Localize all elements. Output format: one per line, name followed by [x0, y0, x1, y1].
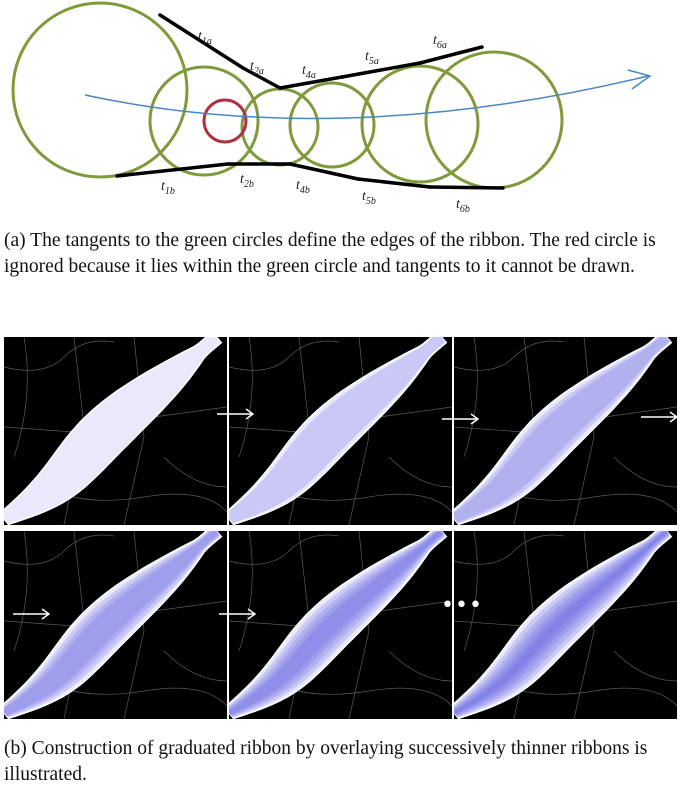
map-boundary-line — [463, 531, 478, 652]
ribbon-panel-6 — [454, 531, 677, 719]
map-boundary-line — [123, 531, 145, 719]
map-boundary-line — [238, 337, 253, 458]
ribbon-panel-2 — [229, 337, 452, 525]
map-boundary-line — [613, 650, 677, 682]
map-boundary-line — [388, 650, 452, 682]
tangent-5b — [356, 177, 432, 189]
tangent-label: t1a — [198, 29, 212, 47]
map-boundary-line — [229, 340, 340, 371]
tangent-circles-diagram: t1a t2a t4a t5a t6a t1b t2b t4b t5b t6b — [11, 1, 652, 215]
ribbon-layer — [454, 531, 670, 717]
map-boundary-line — [348, 337, 370, 525]
ribbon-panel-4 — [4, 531, 227, 719]
ribbon-panel-3 — [454, 337, 677, 525]
tangent-5a — [340, 61, 422, 79]
ribbon-layer — [454, 337, 670, 523]
trajectory-path — [84, 75, 649, 120]
ribbon-layer — [454, 531, 670, 716]
map-boundary-line — [348, 531, 370, 719]
map-boundary-line — [4, 534, 115, 565]
tangent-label: t4b — [296, 178, 310, 196]
ribbon-layer — [4, 531, 220, 717]
transition-arrow-icon — [641, 411, 679, 423]
green-circle-2 — [148, 65, 260, 177]
tangent-label: t5b — [362, 189, 376, 207]
ribbon-layer — [454, 337, 671, 524]
ribbon-panel-grid: ••• — [4, 337, 686, 726]
tangent-1a — [158, 13, 245, 70]
tangent-6a — [418, 45, 484, 65]
green-circle-3 — [240, 87, 320, 167]
ribbon-layer — [454, 337, 673, 525]
tangent-label: t6b — [456, 197, 470, 215]
ribbon-layer — [4, 531, 220, 716]
ribbon-layer — [229, 531, 445, 716]
map-boundary-line — [13, 531, 28, 652]
ribbon-layer — [4, 531, 221, 718]
map-boundary-line — [163, 650, 227, 682]
map-boundary-line — [454, 534, 565, 565]
transition-arrow-icon — [219, 608, 257, 620]
map-boundary-line — [13, 337, 28, 458]
ribbon-layer — [229, 531, 446, 718]
map-boundary-line — [463, 337, 478, 458]
map-boundary-line — [388, 456, 452, 488]
caption-b: (b) Construction of graduated ribbon by … — [4, 738, 648, 785]
ribbon-layer — [229, 531, 445, 717]
tangent-label: t1b — [161, 179, 175, 197]
ribbon-layer — [4, 337, 223, 525]
ribbon-layer — [4, 531, 223, 719]
map-boundary-line — [573, 337, 595, 525]
tangent-label: t4a — [302, 63, 316, 81]
trajectory-arrowhead — [627, 69, 652, 90]
map-boundary-line — [454, 340, 565, 371]
tangent-1b — [115, 162, 230, 178]
tangent-4b — [288, 162, 360, 181]
tangent-label: t6a — [433, 33, 447, 51]
transition-arrow-icon — [13, 608, 51, 620]
map-boundary-line — [4, 340, 115, 371]
transition-arrow-icon — [442, 413, 480, 425]
tangent-label: t2a — [250, 59, 264, 77]
tangent-6b — [428, 185, 505, 190]
green-circles — [11, 1, 564, 190]
ribbon-panel-1 — [4, 337, 227, 525]
ribbon-layer — [454, 531, 669, 715]
tangent-2a — [241, 66, 282, 90]
tangent-4a — [278, 75, 344, 90]
ribbon-layer — [229, 531, 448, 719]
transition-arrow-icon — [217, 408, 255, 420]
ribbon-layer — [229, 337, 446, 524]
ribbon-layer — [454, 531, 671, 718]
tangent-label: t5a — [365, 49, 379, 67]
tangent-label: t2b — [240, 172, 254, 190]
ribbon-layer — [229, 337, 448, 525]
map-boundary-line — [613, 456, 677, 488]
map-boundary-line — [238, 531, 253, 652]
ignored-red-circle — [202, 98, 248, 144]
ribbon-layer — [454, 531, 673, 719]
ellipsis-dots: ••• — [441, 593, 483, 618]
green-circle-1 — [11, 1, 189, 179]
green-circle-6 — [424, 50, 564, 190]
ribbon-panel-5 — [229, 531, 452, 719]
tangent-lines — [115, 13, 505, 190]
green-circle-4 — [288, 81, 376, 169]
ribbon-layer — [454, 531, 668, 714]
caption-a: (a) The tangents to the green circles de… — [4, 230, 656, 277]
green-circle-5 — [360, 64, 480, 184]
ribbon-layer — [229, 531, 444, 715]
map-boundary-line — [229, 534, 340, 565]
map-boundary-line — [573, 531, 595, 719]
tangent-labels: t1a t2a t4a t5a t6a t1b t2b t4b t5b t6b — [161, 29, 470, 215]
map-boundary-line — [163, 456, 227, 488]
map-boundary-line — [123, 337, 145, 525]
